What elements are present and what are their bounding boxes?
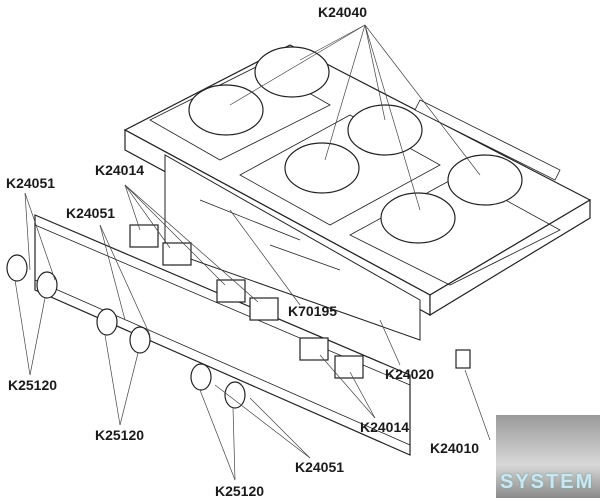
label-k24051-left: K24051 — [6, 175, 56, 191]
knob — [6, 254, 28, 282]
rocker-switches — [129, 224, 364, 379]
label-k25120-bottom: K25120 — [215, 483, 265, 499]
hotplates — [188, 46, 523, 244]
knobs — [6, 254, 246, 409]
switch — [162, 242, 192, 266]
label-k24051-bottom: K24051 — [295, 459, 345, 475]
knob — [96, 308, 118, 336]
switch — [334, 355, 364, 379]
switch — [249, 297, 279, 321]
label-k24014-lower: K24014 — [360, 419, 410, 435]
knob — [190, 363, 212, 391]
watermark-logo: SYSTEM — [496, 415, 600, 498]
hotplate — [380, 192, 456, 244]
control-panel — [34, 214, 411, 456]
label-k25120-mid: K25120 — [95, 427, 145, 443]
label-k24051-mid: K24051 — [66, 205, 116, 221]
hotplate — [347, 104, 423, 156]
indicator-lamp — [455, 349, 471, 369]
knob — [36, 271, 58, 299]
label-k25120-left: K25120 — [8, 377, 58, 393]
switch — [129, 224, 159, 248]
hotplate — [447, 154, 523, 206]
label-k24014-upper: K24014 — [95, 162, 145, 178]
label-k70195: K70195 — [288, 303, 338, 319]
label-k24040: K24040 — [318, 4, 368, 20]
hotplate — [254, 46, 330, 98]
watermark-text: SYSTEM — [500, 471, 595, 493]
hotplate — [284, 142, 360, 194]
label-k24010: K24010 — [430, 440, 480, 456]
hotplate — [188, 84, 264, 136]
knob — [224, 381, 246, 409]
label-k24020: K24020 — [385, 366, 435, 382]
knob — [129, 326, 151, 354]
switch — [299, 337, 329, 361]
leader-lines — [14, 24, 491, 481]
switch — [216, 279, 246, 303]
